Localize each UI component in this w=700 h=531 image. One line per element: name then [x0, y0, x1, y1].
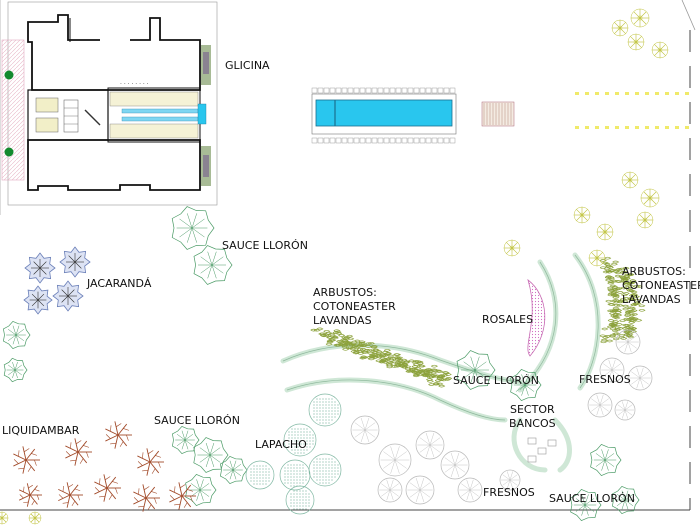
tree-symbol [631, 9, 649, 27]
label-sauce-lloron-mid: SAUCE LLORÓN [453, 374, 539, 387]
tree-symbol [280, 460, 310, 490]
swimming-pool [312, 88, 456, 143]
tree-symbol [3, 321, 30, 348]
label-arbustos-center-2: COTONEASTER [313, 300, 396, 313]
jacaranda-trees [24, 247, 90, 314]
tree-symbol [19, 483, 42, 506]
tree-symbol [0, 512, 8, 524]
lapacho-trees [246, 394, 341, 514]
tree-symbol [25, 253, 55, 283]
fresno-trees [351, 330, 652, 504]
tree-symbol [53, 281, 83, 311]
tree-symbol [65, 438, 92, 465]
label-sector: SECTOR [510, 403, 555, 416]
tree-symbol [94, 474, 121, 501]
tree-symbol [351, 416, 379, 444]
tree-symbol [628, 34, 644, 50]
tree-symbol [597, 224, 613, 240]
tree-symbol [172, 426, 199, 453]
label-jacaranda: JACARANDÁ [86, 277, 152, 290]
tree-symbol [379, 444, 411, 476]
label-glicina: GLICINA [225, 59, 270, 72]
tree-symbol [186, 474, 216, 505]
label-arbustos-center-1: ARBUSTOS: [313, 286, 377, 299]
site-boundary [0, 0, 695, 510]
tree-symbol [246, 461, 274, 489]
tree-symbol [378, 478, 402, 502]
label-bancos: BANCOS [509, 417, 556, 430]
tree-symbol [641, 189, 659, 207]
tree-symbol [4, 358, 27, 381]
yellow-dot-rows [575, 92, 689, 129]
tree-symbol [458, 478, 482, 502]
tree-symbol [504, 240, 520, 256]
tree-symbol [622, 172, 638, 188]
label-arbustos-center-3: LAVANDAS [313, 314, 372, 327]
tree-symbol [24, 286, 52, 314]
svg-text:· · · · · · · ·: · · · · · · · · [120, 81, 149, 88]
tree-symbol [58, 482, 83, 507]
label-arbustos-right-3: LAVANDAS [622, 293, 681, 306]
deck [482, 102, 514, 126]
tree-symbol [588, 393, 612, 417]
tree-symbol [615, 400, 635, 420]
label-sauce-lloron-bottom: SAUCE LLORÓN [549, 492, 635, 505]
tree-symbol [652, 42, 668, 58]
house-building: · · · · · · · · [2, 2, 217, 205]
tree-symbol [309, 394, 341, 426]
tree-symbol [416, 431, 444, 459]
label-rosales: ROSALES [482, 313, 533, 326]
label-sauce-lloron-top: SAUCE LLORÓN [222, 239, 308, 252]
tree-symbol [172, 207, 214, 250]
tree-symbol [309, 454, 341, 486]
tree-symbol [637, 212, 653, 228]
label-arbustos-right-1: ARBUSTOS: [622, 265, 686, 278]
tree-symbol [194, 438, 228, 473]
tree-symbol [60, 247, 90, 277]
label-fresnos-bottom: FRESNOS [483, 486, 535, 499]
tree-symbol [29, 512, 41, 524]
tree-symbol [441, 451, 469, 479]
tree-symbol [574, 207, 590, 223]
tree-symbol [612, 20, 628, 36]
tree-symbol [591, 444, 621, 475]
tree-symbol [406, 476, 434, 504]
tree-symbol [137, 448, 164, 475]
tree-symbol [169, 482, 196, 509]
label-liquidambar: LIQUIDAMBAR [2, 424, 80, 437]
label-arbustos-right-2: COTONEASTER [622, 279, 700, 292]
benches [528, 438, 556, 462]
tree-symbol [133, 484, 160, 511]
label-fresnos-right: FRESNOS [579, 373, 631, 386]
tree-symbol [13, 446, 40, 473]
tree-symbol [589, 250, 605, 266]
label-sauce-lloron-left: SAUCE LLORÓN [154, 414, 240, 427]
tree-symbol [105, 421, 132, 448]
label-lapacho: LAPACHO [255, 438, 307, 451]
tree-symbol [628, 366, 652, 390]
